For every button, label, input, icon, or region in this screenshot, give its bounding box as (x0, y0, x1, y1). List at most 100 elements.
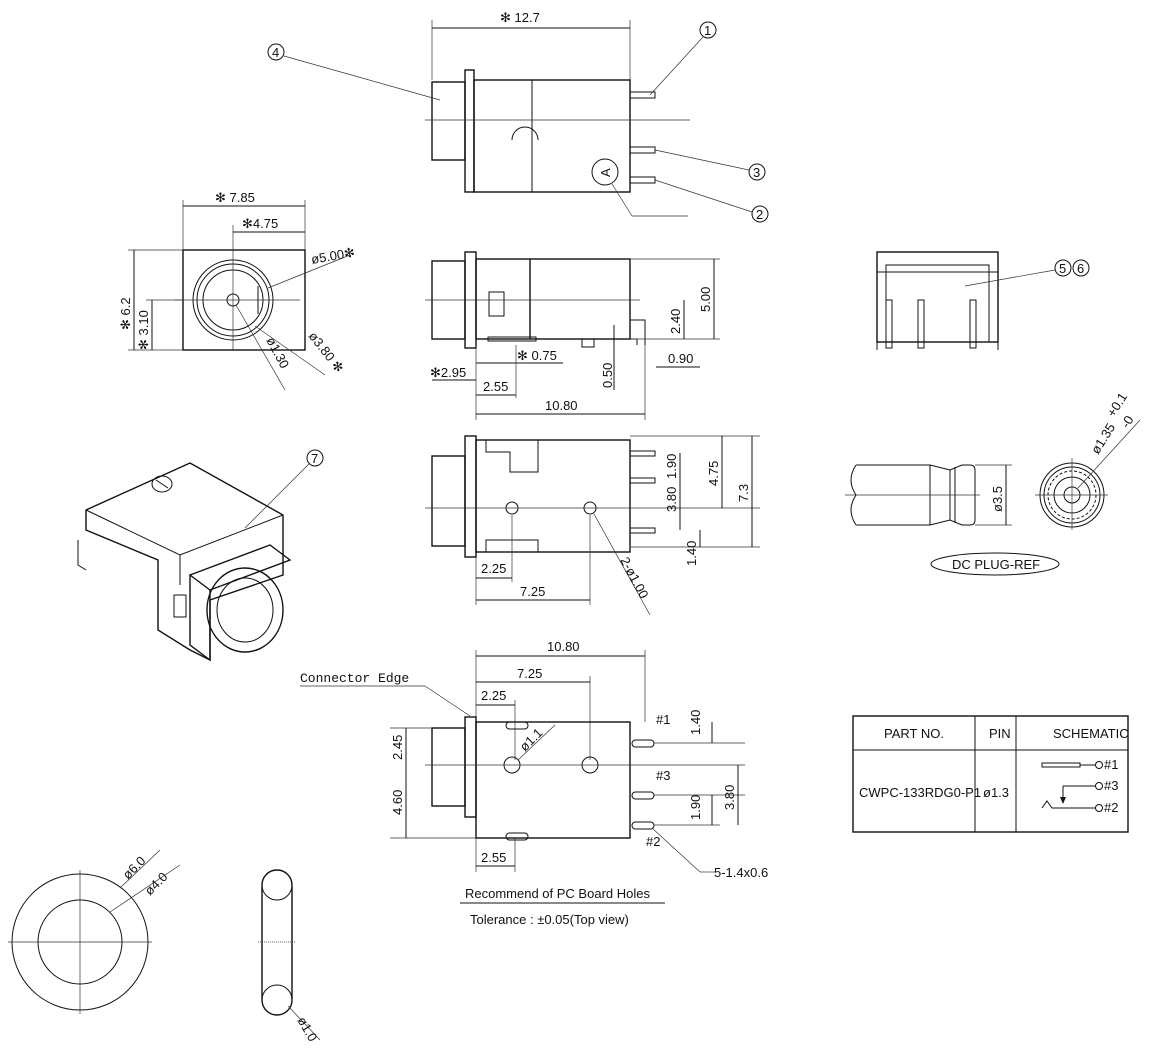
drawing-line (235, 304, 286, 391)
drawing-line (1095, 761, 1103, 769)
dimension-label: 7.3 (736, 484, 751, 502)
dimension-label: DC PLUG-REF (952, 557, 1040, 572)
drawing-line (649, 36, 704, 96)
dimension-label: 2.45 (390, 735, 405, 760)
drawing-line (629, 450, 656, 457)
dimension-label: ø1.0 (294, 1014, 320, 1044)
drawing-line (85, 509, 284, 556)
callout-2 (751, 205, 769, 223)
drawing-line (155, 479, 169, 489)
dimension-label: 4.75 (706, 461, 721, 486)
dimension-label: 2.25 (481, 688, 506, 703)
drawing-line (930, 552, 1060, 576)
end-view: 5 6 (876, 251, 1090, 350)
dimension-label: 10.80 (545, 398, 578, 413)
dimension-label: 0.90 (668, 351, 693, 366)
drawing-line (487, 336, 537, 342)
drawing-line (505, 832, 529, 841)
drawing-line (287, 1005, 321, 1041)
dimension-label: 2.25 (481, 561, 506, 576)
dimension-label: 2-ø1.00 (617, 554, 651, 601)
dimension-label: ✻ 7.85 (215, 190, 255, 205)
dimension-label: ø3.5 (990, 486, 1005, 512)
dimension-label: 2 (756, 207, 763, 222)
dimension-label: #1 (1104, 757, 1118, 772)
drawing-line (885, 264, 990, 343)
drawing-line (654, 179, 753, 213)
drawing-line (151, 475, 173, 493)
tolerance-minus: -0 (1118, 413, 1137, 431)
drawing-line (629, 176, 656, 184)
dim-width: ✻ 12.7 (500, 10, 540, 25)
drawing-line (485, 440, 539, 473)
drawing-line (885, 299, 893, 349)
drawing-line (1095, 804, 1103, 812)
dimension-label: 5 (1059, 261, 1066, 276)
drawing-line (505, 721, 529, 730)
drawing-line (631, 821, 655, 830)
drawing-line (511, 126, 539, 141)
drawing-line (488, 291, 505, 317)
drawing-line (109, 864, 181, 913)
side-view: 5.00 2.40 ✻ 0.75 0.90 0.50 ✻2.95 2.55 10… (425, 251, 720, 420)
dimension-label: ø4.0 (142, 869, 171, 898)
drawing-line (631, 739, 655, 748)
drawing-line (261, 869, 293, 1016)
dimension-label: ✻ 0.75 (517, 348, 557, 363)
part-table: PART NO. PIN SCHEMATIC CWPC-133RDG0-P1 ø… (852, 715, 1129, 833)
dimension-label: 5-1.4x0.6 (714, 865, 768, 880)
drawing-line (464, 69, 475, 193)
drawing-line (1041, 800, 1096, 809)
drawing-line (173, 594, 187, 618)
drawing-line (629, 146, 656, 154)
front-view: ✻ 7.85 ✻4.75 ø5.00✻ ✻ 6.2 ✻ 3.10 ø1.30 ø… (118, 190, 356, 391)
dimension-label: ✻4.75 (242, 216, 278, 231)
drawing-line (283, 55, 441, 101)
dimension-label: 1 (704, 23, 711, 38)
dimension-label: ✻ 6.2 (118, 297, 133, 330)
drawing-line (475, 439, 631, 553)
callout-5 (1054, 259, 1072, 277)
drawing-line (475, 258, 631, 340)
dimension-label: 3.80 (722, 785, 737, 810)
callout-7 (306, 449, 324, 467)
drawing-line (917, 299, 925, 349)
dimension-label: 7.25 (517, 666, 542, 681)
drawing-line (216, 577, 274, 643)
callout-4 (267, 43, 285, 61)
drawing-line (188, 544, 292, 591)
dimension-label: 10.80 (547, 639, 580, 654)
isometric-view: 7 (77, 449, 324, 662)
dimension-label: #3 (1104, 778, 1118, 793)
drawing-line (475, 721, 631, 839)
drawing-line (431, 727, 466, 807)
drawing-line (431, 81, 466, 161)
dimension-label: 5.00 (698, 287, 713, 312)
drawing-line (464, 435, 477, 558)
drawing-line (267, 254, 351, 289)
drawing-line (1060, 797, 1066, 804)
dimension-label: ø1.30 (263, 334, 292, 370)
header-schematic: SCHEMATIC (1053, 726, 1129, 741)
dimension-label: #1 (656, 712, 670, 727)
gasket-views: ø6.0 ø4.0 ø1.0 (8, 849, 321, 1044)
callout-1 (699, 21, 717, 39)
dimension-label: 4 (272, 45, 279, 60)
callout-3 (748, 163, 766, 181)
drawing-line (424, 685, 471, 717)
drawing-line (1041, 762, 1081, 768)
drawing-line (611, 183, 633, 217)
dimension-label: ø6.0 (120, 853, 149, 882)
drawing-line (1077, 419, 1141, 489)
dimension-label: ø1.35 (1088, 420, 1118, 456)
drawing-line (964, 269, 1056, 287)
drawing-line (969, 299, 977, 349)
schematic-symbol: #1#3#2 (1041, 757, 1118, 815)
drawing-line (244, 463, 310, 529)
dimension-label: ø3.80 ✻ (306, 329, 347, 376)
dimension-label: 3.80 (664, 487, 679, 512)
dimension-label: 7.25 (520, 584, 545, 599)
connector-edge-label: Connector Edge (300, 671, 409, 686)
dimension-label: #3 (656, 768, 670, 783)
